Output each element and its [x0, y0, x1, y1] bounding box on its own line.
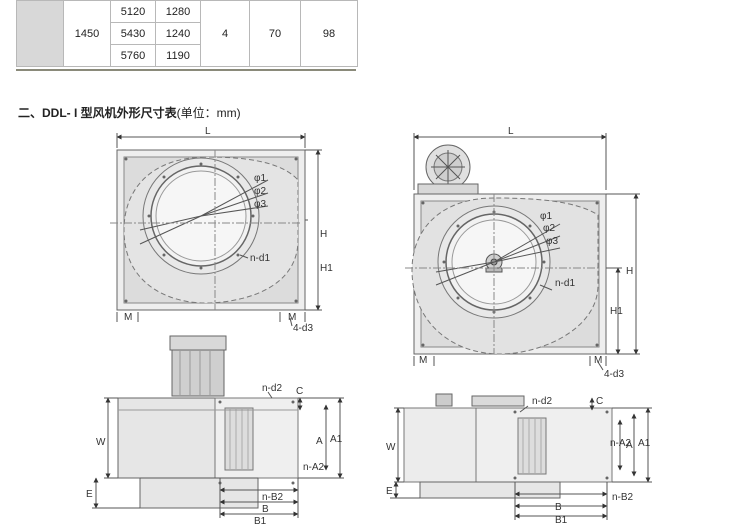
side-view-left-labels: n-d2 C W E A1 A n-A2 n-B2 B B1 [86, 383, 343, 527]
dim-B: B [555, 502, 562, 513]
dim-M-right: M [288, 312, 296, 323]
dim-nB2: n-B2 [612, 492, 634, 503]
table-blank-cell [16, 0, 64, 67]
dim-H1: H1 [320, 263, 333, 274]
dim-C: C [296, 386, 303, 397]
dim-W: W [386, 442, 396, 453]
col5-cell: 70 [249, 0, 301, 67]
dim-A: A [626, 440, 633, 451]
dim-nA2: n-A2 [303, 462, 325, 473]
dim-nd1: n-d1 [555, 278, 575, 289]
dim-B: B [262, 504, 269, 515]
dim-A1: A1 [330, 434, 343, 445]
dim-B1: B1 [555, 515, 568, 526]
dim-phi3: φ3 [254, 199, 266, 210]
dim-phi2: φ2 [254, 186, 266, 197]
dim-L: L [205, 126, 211, 137]
col4-cell: 4 [200, 0, 250, 67]
dim-nd2: n-d2 [262, 383, 282, 394]
dim-M-right: M [594, 355, 602, 366]
dim-phi1: φ1 [254, 173, 266, 184]
speed-cell: 1450 [63, 0, 111, 67]
dim-nB2: n-B2 [262, 492, 284, 503]
side-view-left [92, 335, 344, 518]
dim-nd1: n-d1 [250, 253, 270, 264]
dim-E: E [386, 486, 393, 497]
section-title-text: 二、DDL- I 型风机外形尺寸表 [18, 106, 177, 120]
dim-C: C [596, 396, 603, 407]
front-view-right [405, 133, 640, 371]
dim-A1: A1 [638, 438, 651, 449]
dim-nA2: n-A2 [610, 438, 632, 449]
front-view-left [110, 133, 322, 327]
dim-d3: 4-d3 [604, 369, 624, 380]
front-view-left-labels: L φ1 φ2 φ3 n-d1 H H1 M M 4-d3 [124, 126, 333, 334]
side-view-right-labels: n-d2 C W E A1 A n-A2 n-B2 B B1 [386, 396, 651, 526]
dim-H: H [320, 229, 327, 240]
table-bottom-rule [16, 69, 356, 71]
section-title: 二、DDL- I 型风机外形尺寸表(单位：mm) [18, 104, 241, 121]
dim-phi1: φ1 [540, 211, 552, 222]
dim-L: L [508, 126, 514, 137]
dim-W: W [96, 437, 106, 448]
airflow-cell: 5760 [110, 44, 156, 67]
dim-nd2: n-d2 [532, 396, 552, 407]
dim-M-left: M [124, 312, 132, 323]
dim-H1: H1 [610, 306, 623, 317]
dim-M-left: M [419, 355, 427, 366]
performance-table: 1450 5120 1280 4 70 98 5430 1240 5760 11… [16, 0, 358, 67]
dim-phi3: φ3 [546, 236, 558, 247]
front-view-right-labels: L φ1 φ2 φ3 n-d1 H H1 M M 4-d3 [419, 126, 633, 380]
dim-H: H [626, 266, 633, 277]
pressure-cell: 1190 [155, 44, 201, 67]
col6-cell: 98 [300, 0, 358, 67]
dim-B1: B1 [254, 516, 267, 527]
side-view-right [390, 393, 652, 520]
dim-E: E [86, 489, 93, 500]
dim-d3: 4-d3 [293, 323, 313, 334]
dim-phi2: φ2 [543, 223, 555, 234]
dim-A: A [316, 436, 323, 447]
pressure-cell: 1280 [155, 0, 201, 23]
unit-text: (单位：mm) [176, 106, 241, 120]
